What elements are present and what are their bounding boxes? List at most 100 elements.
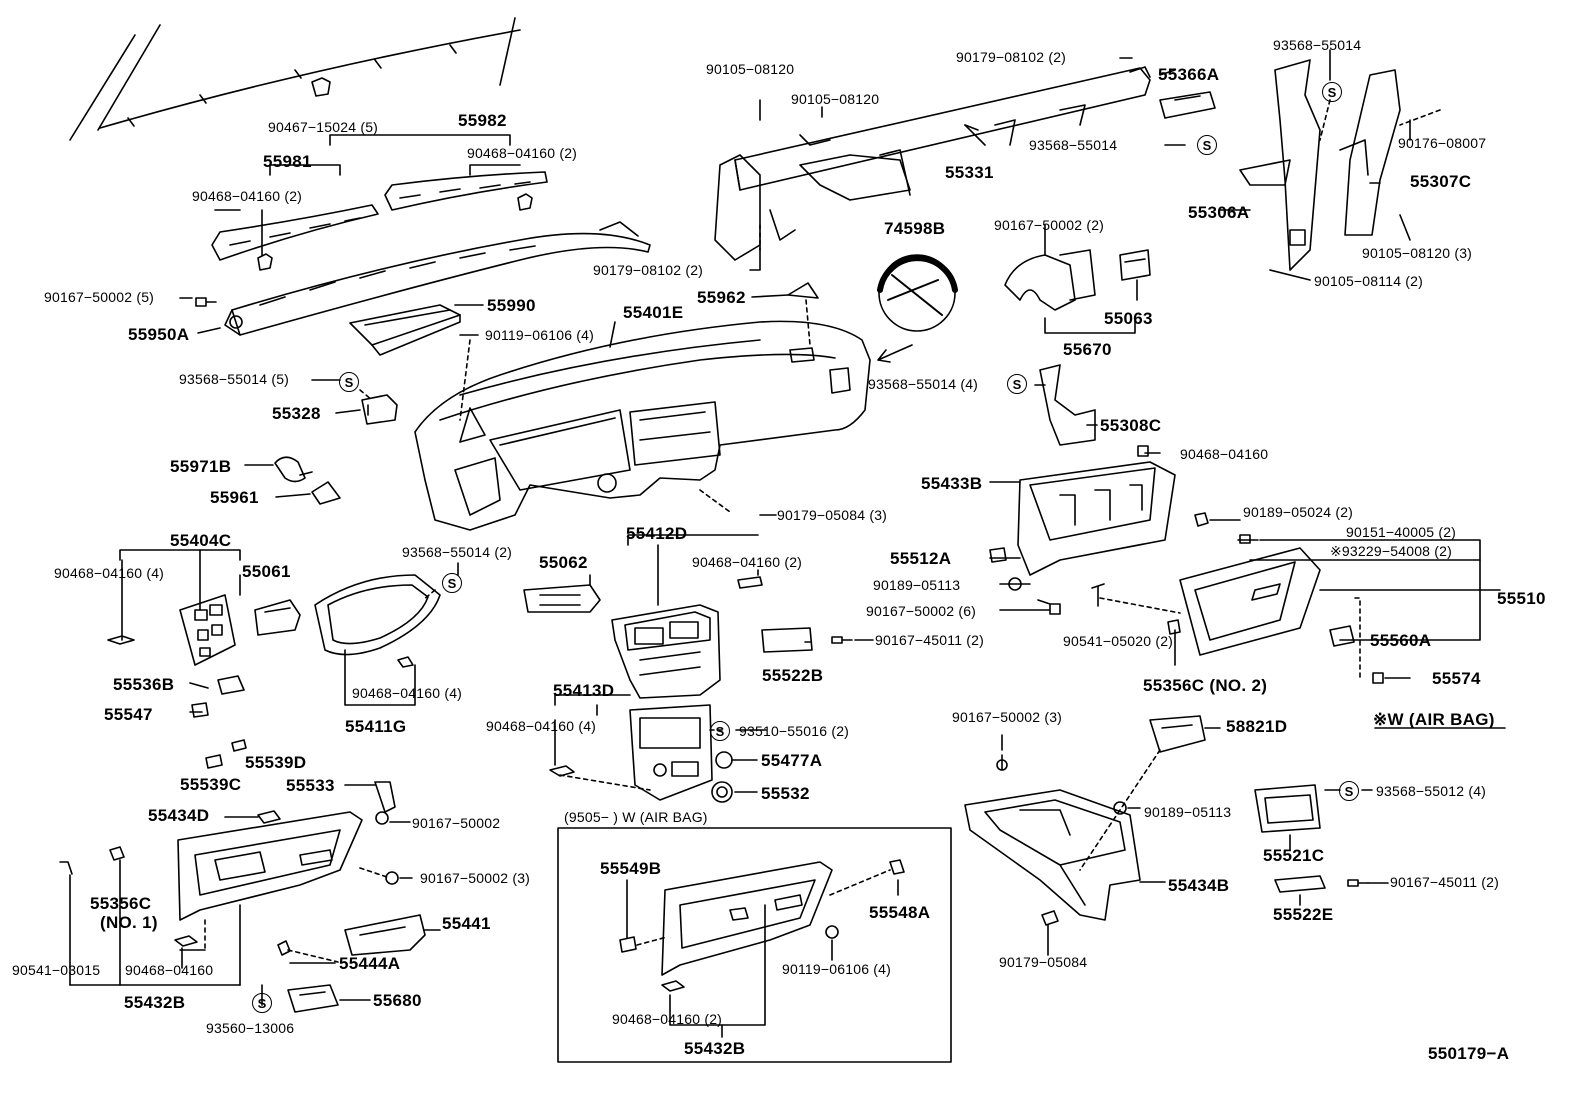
part-55539C xyxy=(205,754,223,769)
part-label: 93568−55014 (4) xyxy=(868,376,979,392)
part-label: 55549B xyxy=(600,859,662,878)
part-label: 93568−55014 (5) xyxy=(179,371,290,387)
bracket-55366A xyxy=(1159,91,1216,119)
part-label: 55432B xyxy=(124,993,186,1012)
part-55961 xyxy=(311,481,341,505)
screw-90541-03015 xyxy=(59,861,73,875)
part-label: 90151−40005 (2) xyxy=(1346,524,1457,540)
part-label: 90167−45011 (2) xyxy=(1390,874,1499,890)
part-label: 55539D xyxy=(245,753,307,772)
part-label: 90105−08114 (2) xyxy=(1314,273,1423,289)
vent-55062 xyxy=(523,584,601,613)
part-label: 55536B xyxy=(113,675,175,694)
part-label: ※W (AIR BAG) xyxy=(1373,710,1495,729)
part-55532-inner xyxy=(716,786,728,798)
panel-55413D xyxy=(629,704,713,801)
defroster-nozzle-55982 xyxy=(384,171,548,211)
part-label: 90167−50002 (5) xyxy=(44,289,155,305)
part-label: 90468−04160 (4) xyxy=(54,565,165,581)
brace-55307C xyxy=(1339,69,1401,236)
part-label: 93568−55012 (4) xyxy=(1376,783,1487,799)
part-55536B xyxy=(217,675,245,695)
part-label: 90179−05084 xyxy=(999,954,1088,970)
screw-90167-50002-3b-head xyxy=(996,759,1008,771)
part-label: 55548A xyxy=(869,903,931,922)
part-label: 55331 xyxy=(945,163,994,182)
part-label: 90105−08120 xyxy=(706,61,795,77)
part-label: 90189−05113 xyxy=(1144,804,1232,820)
clip-90468-04160-2d xyxy=(661,980,685,992)
part-label: 90179−08102 (2) xyxy=(593,262,704,278)
airbag-label-74598B xyxy=(877,254,958,363)
clip-90468-04160-4c xyxy=(549,765,575,777)
part-55680 xyxy=(287,984,339,1013)
part-label: 55063 xyxy=(1104,309,1153,328)
part-label: 55560A xyxy=(1370,631,1432,650)
part-label: 90105−08120 (3) xyxy=(1362,245,1473,261)
part-label: 55356C (NO. 2) xyxy=(1143,676,1268,695)
part-label: 55521C xyxy=(1263,846,1325,865)
part-label: 90468−04160 (2) xyxy=(612,1011,723,1027)
part-label: 90179−08102 (2) xyxy=(956,49,1067,65)
leader-lines-lower-left xyxy=(69,784,441,1006)
part-label: (NO. 1) xyxy=(100,913,158,932)
part-label: 90105−08120 xyxy=(791,91,880,107)
screw-90167-50002-3 xyxy=(385,871,399,885)
part-label: 55328 xyxy=(272,404,321,423)
part-55444A xyxy=(277,940,291,956)
part-label: 55522B xyxy=(762,666,824,685)
part-label: 55432B xyxy=(684,1039,746,1058)
clip-90467-15024 xyxy=(311,77,331,97)
part-label: 55950A xyxy=(128,325,190,344)
clip-90468-04160 xyxy=(1137,445,1149,457)
part-label: 55510 xyxy=(1497,589,1546,608)
part-label: 90189−05113 xyxy=(873,577,961,593)
part-55522E xyxy=(1274,875,1326,893)
vent-55061 xyxy=(254,599,301,636)
clip-55411G xyxy=(397,656,414,668)
airbag-variant-box xyxy=(557,827,952,1063)
leader-lines-middle xyxy=(119,534,874,793)
s-mark-symbol: S xyxy=(1339,781,1359,801)
part-55441 xyxy=(344,914,426,956)
part-label: 55061 xyxy=(242,562,291,581)
s-mark-symbol: S xyxy=(1197,135,1217,155)
part-55548A xyxy=(889,859,905,875)
s-mark-symbol: S xyxy=(710,721,730,741)
part-label: 90468−04160 (2) xyxy=(467,145,578,161)
defroster-55990 xyxy=(349,304,461,356)
part-label: 55522E xyxy=(1273,905,1334,924)
part-label: ※93229−54008 (2) xyxy=(1330,543,1452,559)
s-mark-symbol: S xyxy=(252,993,272,1013)
cluster-bezel-55411G xyxy=(314,574,441,656)
part-55512A xyxy=(989,547,1007,563)
leader-lines xyxy=(179,134,811,516)
lower-panel-55432B-airbag xyxy=(661,861,833,976)
part-label: 55962 xyxy=(697,288,746,307)
part-label: 90468−04160 (4) xyxy=(486,718,597,734)
part-label: 90167−50002 (3) xyxy=(420,870,531,886)
part-label: 55961 xyxy=(210,488,259,507)
glovebox-door-55510 xyxy=(1179,547,1321,656)
clip-90468-04160d xyxy=(174,935,198,947)
part-label: 90541−05020 (2) xyxy=(1063,633,1174,649)
part-55328 xyxy=(361,394,398,425)
switch-panel-55404C xyxy=(179,594,236,666)
screw-90541-05020 xyxy=(1091,583,1105,607)
leader-lines-right xyxy=(749,49,1501,679)
part-55521C xyxy=(1254,784,1321,833)
part-label: 55411G xyxy=(345,717,407,736)
part-label: 55412D xyxy=(626,524,688,543)
part-label: 93568−55014 (2) xyxy=(402,544,513,560)
part-55356C-no1 xyxy=(109,846,125,861)
nut-90189-05113b xyxy=(1113,801,1127,815)
duct-55670 xyxy=(1004,249,1096,311)
part-label: 55990 xyxy=(487,296,536,315)
duct-55950A xyxy=(224,221,651,336)
instrument-panel-55401E xyxy=(414,320,871,531)
screw-90167-50002 xyxy=(195,297,217,307)
s-mark-symbol: S xyxy=(442,573,462,593)
s-mark-symbol: S xyxy=(1322,82,1342,102)
screw-90151-40005 xyxy=(1239,534,1251,544)
